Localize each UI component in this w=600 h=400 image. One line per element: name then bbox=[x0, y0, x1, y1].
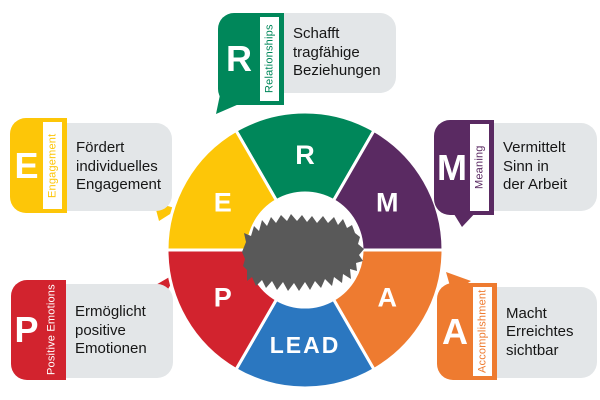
wheel-label-P: P bbox=[214, 283, 232, 313]
callout-description-meaning: Vermittelt Sinn in der Arbeit bbox=[494, 123, 597, 211]
description-line: Emotionen bbox=[75, 340, 147, 358]
description-line: Beziehungen bbox=[293, 62, 381, 80]
description-line: Erreichtes bbox=[506, 323, 574, 341]
callout-letter-m: M bbox=[437, 146, 467, 188]
wheel-segment-A bbox=[332, 248, 445, 371]
description-line: Schafft bbox=[293, 25, 340, 43]
callout-category-engagement: Engagement bbox=[43, 122, 62, 209]
wheel-segment-E bbox=[165, 129, 278, 252]
description-line: Engagement bbox=[76, 176, 162, 194]
wheel-segment-LEAD bbox=[234, 297, 376, 390]
description-line: individuelles bbox=[76, 157, 158, 175]
callout-description-relationships: Schafft tragfähige Beziehungen bbox=[284, 13, 396, 93]
callout-letter-e: E bbox=[14, 144, 39, 186]
callout-category-positive-emotions: Positive Emotions bbox=[45, 284, 58, 376]
description-line: Ermöglicht bbox=[75, 303, 146, 321]
wheel-segment-R bbox=[234, 110, 376, 203]
callout-description-accomplishment: Macht Erreichtes sichtbar bbox=[497, 287, 597, 378]
wheel-label-M: M bbox=[376, 188, 399, 218]
callout-box-accomplishment: A Accomplishment bbox=[437, 283, 497, 380]
callout-box-relationships: R Relationships bbox=[218, 13, 284, 105]
callout-category-relationships: Relationships bbox=[260, 17, 279, 101]
callout-letter-p: P bbox=[14, 309, 39, 350]
callout-letter-r: R bbox=[226, 38, 252, 79]
description-line: tragfähige bbox=[293, 43, 360, 61]
callout-box-engagement: E Engagement bbox=[10, 118, 67, 213]
description-line: positive bbox=[75, 321, 126, 339]
description-line: Vermittelt bbox=[503, 139, 566, 157]
callout-category-meaning: Meaning bbox=[470, 124, 489, 211]
description-line: Fördert bbox=[76, 139, 125, 157]
description-line: der Arbeit bbox=[503, 176, 568, 194]
description-line: Sinn in bbox=[503, 157, 549, 175]
callout-letter-a: A bbox=[442, 310, 468, 352]
callout-category-accomplishment: Accomplishment bbox=[473, 287, 492, 376]
callout-description-engagement: Fördert individuelles Engagement bbox=[67, 123, 172, 211]
callout-box-meaning: M Meaning bbox=[434, 120, 494, 215]
callout-box-positive-emotions: P Positive Emotions bbox=[11, 280, 66, 380]
wheel-label-E: E bbox=[214, 188, 232, 218]
description-line: sichtbar bbox=[506, 341, 559, 359]
description-line: Macht bbox=[506, 304, 547, 322]
wheel-label-LEAD: LEAD bbox=[270, 332, 341, 358]
center-text-redacted bbox=[242, 214, 364, 291]
callout-description-positive-emotions: Ermöglicht positive Emotionen bbox=[66, 284, 173, 378]
wheel-label-R: R bbox=[295, 140, 315, 170]
wheel-label-A: A bbox=[378, 283, 398, 313]
wheel-segment-M bbox=[332, 129, 445, 252]
